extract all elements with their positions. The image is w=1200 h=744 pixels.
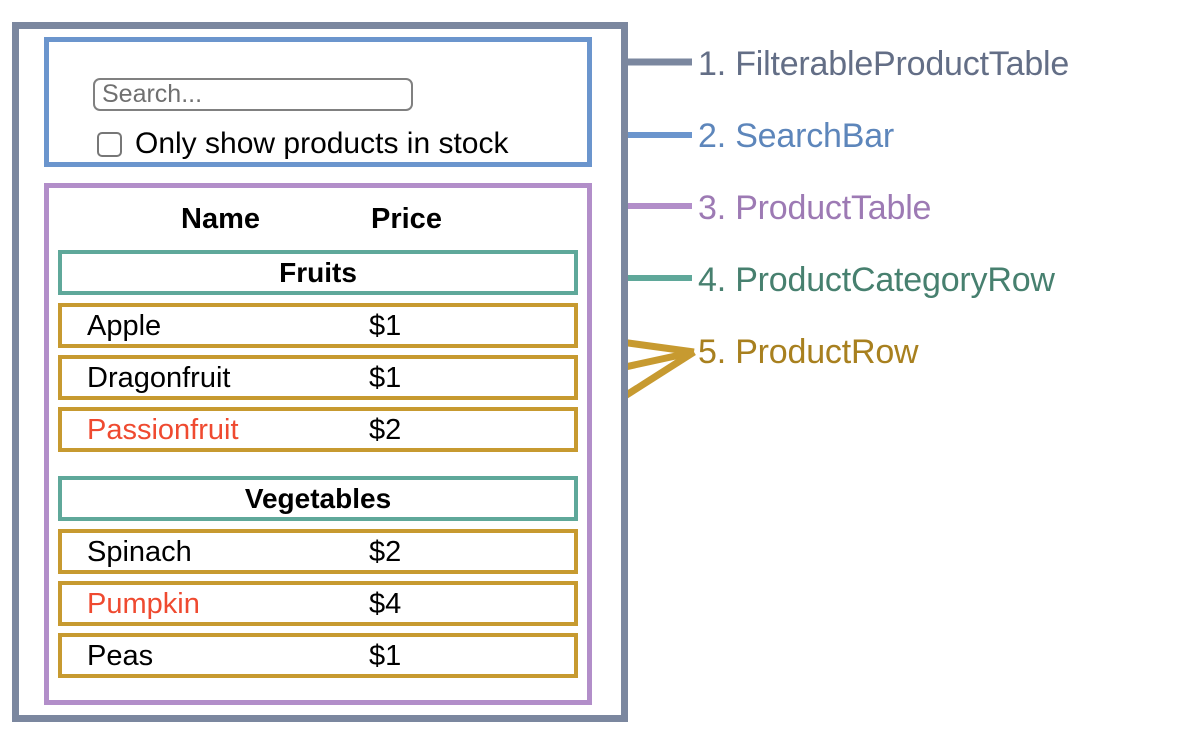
search-bar-frame: Search... Only show products in stock [44,37,592,167]
legend-item-search-bar: 2. SearchBar [698,117,895,155]
product-category-row: Vegetables [58,476,578,521]
product-category-row-label: Fruits [279,256,357,288]
product-row-name: Peas [87,639,154,672]
column-header-price: Price [371,202,442,235]
product-row: Dragonfruit $1 [58,355,578,400]
product-row-price: $1 [369,309,402,342]
product-row: Passionfruit $2 [58,407,578,452]
product-row-name: Dragonfruit [87,361,231,394]
search-input[interactable]: Search... [93,78,413,111]
product-row-price: $2 [369,413,402,446]
product-row: Pumpkin $4 [58,581,578,626]
product-table-rows: Fruits Apple $1 Dragonfruit $1 Passionfr… [58,250,578,685]
product-category-row-label: Vegetables [244,482,392,514]
column-header-name: Name [181,202,260,235]
product-row: Apple $1 [58,303,578,348]
legend-item-product-row: 5. ProductRow [698,333,919,371]
product-row-price: $1 [369,361,402,394]
product-row-price: $4 [369,587,402,620]
legend-item-filterable-product-table: 1. FilterableProductTable [698,45,1070,83]
in-stock-checkbox-label: Only show products in stock [135,127,509,160]
legend-item-product-category-row: 4. ProductCategoryRow [698,261,1055,299]
product-row-name: Passionfruit [87,413,239,446]
product-category-row: Fruits [58,250,578,295]
product-row-price: $1 [369,639,402,672]
product-row-price: $2 [369,535,402,568]
product-row-name: Spinach [87,535,192,568]
product-table-header: Name Price [49,195,587,243]
product-row: Peas $1 [58,633,578,678]
in-stock-filter-row[interactable]: Only show products in stock [97,128,509,160]
product-table-frame: Name Price Fruits Apple $1 Dragonfruit $… [44,183,592,705]
legend-item-product-table: 3. ProductTable [698,189,932,227]
product-row: Spinach $2 [58,529,578,574]
category-group-spacer [58,459,578,476]
product-row-name: Apple [87,309,162,342]
in-stock-checkbox[interactable] [97,131,122,157]
product-row-name: Pumpkin [87,587,200,620]
